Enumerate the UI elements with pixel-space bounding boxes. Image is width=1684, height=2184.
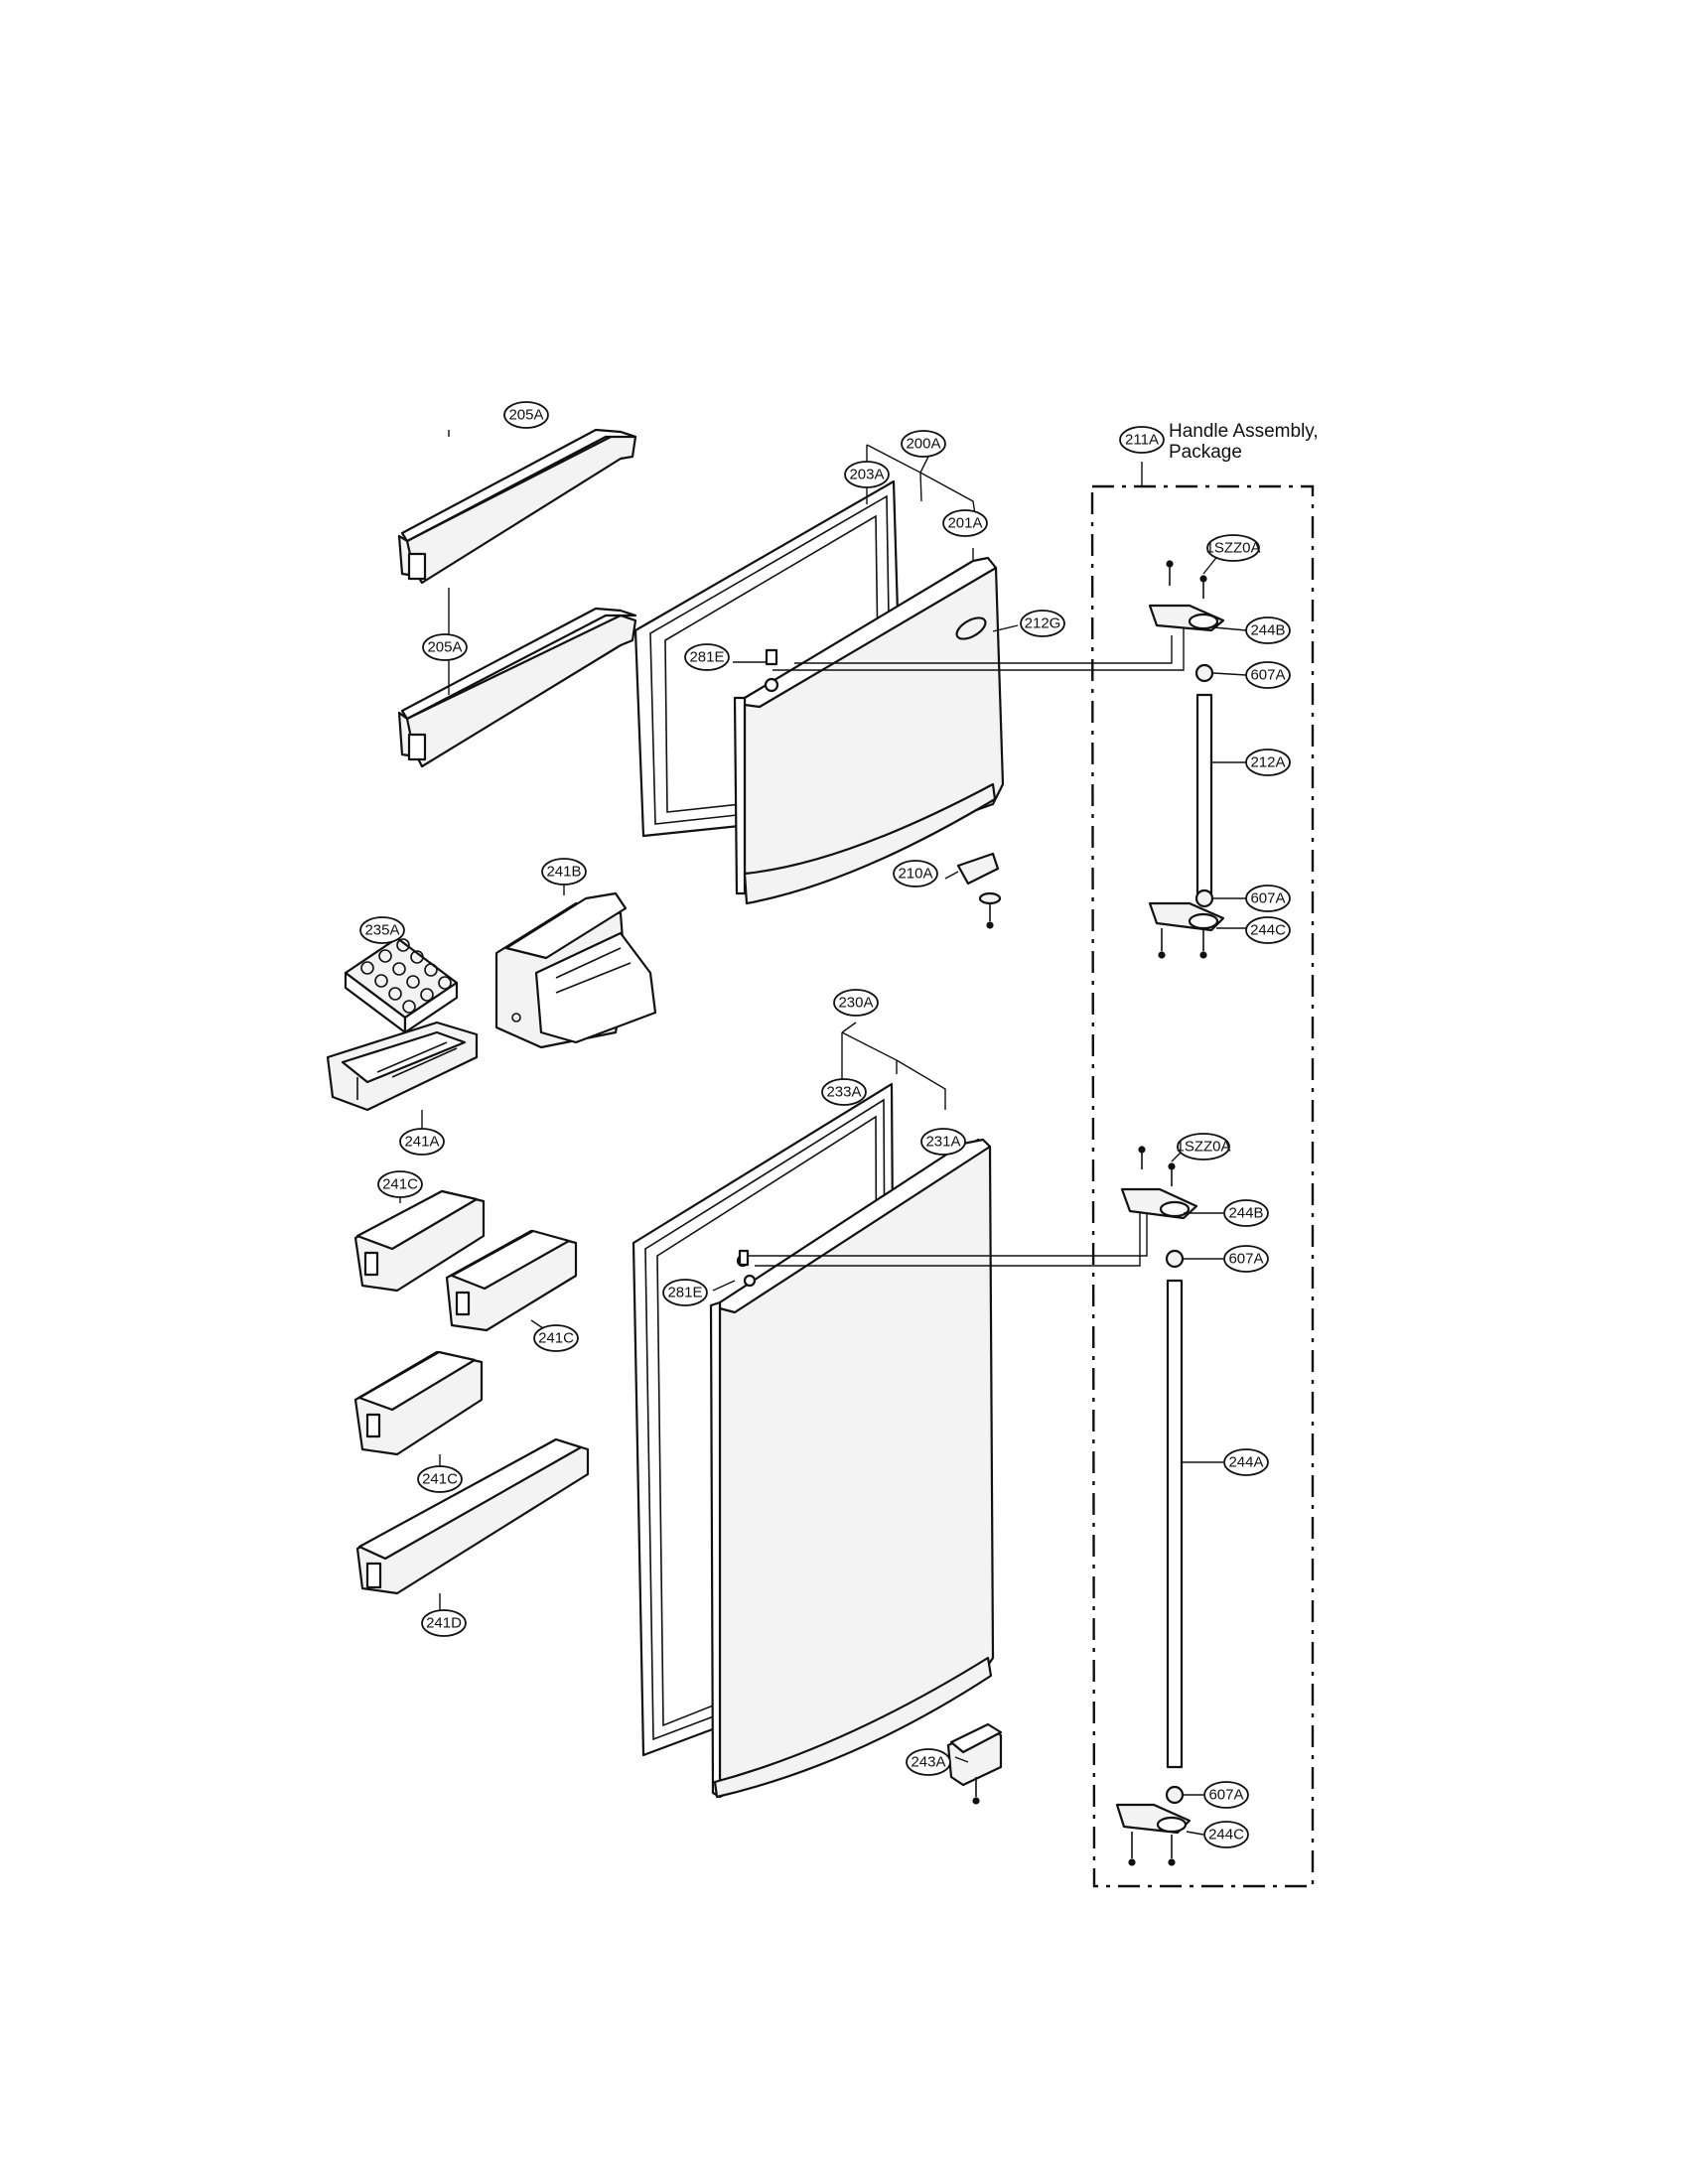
- door-bin-241C-2: [445, 1229, 578, 1332]
- svg-text:211A: 211A: [1125, 432, 1159, 449]
- callout-244A: 244A: [1223, 1448, 1269, 1476]
- svg-text:607A: 607A: [1250, 890, 1285, 907]
- callout-607A-4: 607A: [1203, 1781, 1249, 1809]
- bracket-230A: [841, 1022, 946, 1110]
- bin-241A: [326, 1021, 479, 1112]
- callout-244C-top: 244C: [1245, 916, 1291, 944]
- svg-text:231A: 231A: [925, 1134, 960, 1151]
- callout-210A: 210A: [893, 860, 938, 887]
- callout-241A: 241A: [399, 1128, 445, 1156]
- callout-241B: 241B: [541, 858, 587, 886]
- egg-tray-235A: [344, 936, 459, 1034]
- handle-lower-parts: [1115, 1146, 1198, 1866]
- callout-241C-2: 241C: [533, 1324, 579, 1352]
- callout-241C-3: 241C: [417, 1465, 463, 1493]
- freezer-door-201A: [733, 556, 1005, 905]
- door-bin-241C-3: [353, 1350, 484, 1456]
- dairy-bin-241B: [494, 891, 657, 1049]
- callout-281E-bottom: 281E: [662, 1279, 708, 1306]
- freezer-hinge-210A: [956, 852, 1002, 929]
- svg-text:244C: 244C: [1250, 922, 1286, 939]
- svg-text:1SZZ0A: 1SZZ0A: [1205, 540, 1260, 557]
- svg-text:230A: 230A: [838, 995, 873, 1012]
- svg-text:241D: 241D: [426, 1615, 462, 1632]
- callout-212G: 212G: [1020, 610, 1065, 637]
- callout-205A-bottom: 205A: [422, 633, 468, 661]
- svg-text:1SZZ0A: 1SZZ0A: [1176, 1139, 1230, 1156]
- callout-203A: 203A: [844, 461, 890, 488]
- callout-243A: 243A: [906, 1748, 951, 1776]
- svg-text:212A: 212A: [1250, 754, 1285, 771]
- callout-607A-3: 607A: [1223, 1245, 1269, 1273]
- callout-200A: 200A: [901, 430, 946, 458]
- svg-text:205A: 205A: [508, 407, 543, 424]
- callout-241C-1: 241C: [377, 1170, 423, 1198]
- svg-text:243A: 243A: [911, 1754, 945, 1771]
- callout-241D: 241D: [421, 1609, 467, 1637]
- handle-upper-parts: [1148, 560, 1225, 959]
- svg-text:241C: 241C: [422, 1471, 458, 1488]
- svg-text:244B: 244B: [1250, 622, 1285, 639]
- callout-607A-1: 607A: [1245, 661, 1291, 689]
- callout-607A-2: 607A: [1245, 885, 1291, 912]
- handle-assembly-title-line1: Handle Assembly,: [1169, 421, 1319, 442]
- svg-text:607A: 607A: [1228, 1251, 1263, 1268]
- fresh-food-hinge-243A: [946, 1722, 1003, 1805]
- callout-233A: 233A: [821, 1078, 867, 1106]
- svg-text:281E: 281E: [689, 649, 724, 666]
- callout-205A-top: 205A: [503, 401, 549, 429]
- svg-text:205A: 205A: [427, 639, 462, 656]
- callout-231A: 231A: [920, 1128, 966, 1156]
- fresh-food-door-231A: [709, 1138, 995, 1799]
- svg-text:212G: 212G: [1025, 615, 1061, 632]
- svg-text:607A: 607A: [1208, 1787, 1243, 1804]
- callout-244B-top: 244B: [1245, 616, 1291, 644]
- svg-text:201A: 201A: [947, 515, 982, 532]
- svg-text:210A: 210A: [898, 866, 932, 883]
- door-bin-205A-top: [397, 428, 637, 585]
- svg-text:233A: 233A: [826, 1084, 861, 1101]
- callout-212A: 212A: [1245, 749, 1291, 776]
- svg-text:244A: 244A: [1228, 1454, 1263, 1471]
- svg-text:244B: 244B: [1228, 1205, 1263, 1222]
- door-bin-241D: [355, 1437, 590, 1595]
- svg-text:244C: 244C: [1208, 1827, 1244, 1843]
- callout-201A: 201A: [942, 509, 988, 537]
- door-bin-205A-bottom: [397, 607, 637, 768]
- callout-281E-top: 281E: [684, 643, 730, 671]
- callout-230A: 230A: [833, 989, 879, 1017]
- callout-244B-bottom: 244B: [1223, 1199, 1269, 1227]
- callout-1SZZ0A-top: 1SZZ0A: [1205, 534, 1261, 562]
- svg-text:281E: 281E: [667, 1285, 702, 1301]
- svg-text:200A: 200A: [906, 436, 940, 453]
- svg-text:203A: 203A: [849, 467, 884, 483]
- door-bin-241C-1: [353, 1189, 486, 1293]
- svg-text:241B: 241B: [546, 864, 581, 881]
- svg-text:241C: 241C: [382, 1176, 418, 1193]
- handle-assembly-box: [1090, 462, 1315, 1888]
- callout-244C-bottom: 244C: [1203, 1821, 1249, 1848]
- svg-text:607A: 607A: [1250, 667, 1285, 684]
- callout-235A: 235A: [359, 916, 405, 944]
- svg-text:241A: 241A: [404, 1134, 439, 1151]
- svg-text:241C: 241C: [538, 1330, 574, 1347]
- callout-211A: 211A: [1119, 426, 1165, 454]
- svg-text:235A: 235A: [364, 922, 399, 939]
- callout-1SZZ0A-bottom: 1SZZ0A: [1176, 1133, 1231, 1160]
- handle-assembly-title-line2: Package: [1169, 442, 1242, 463]
